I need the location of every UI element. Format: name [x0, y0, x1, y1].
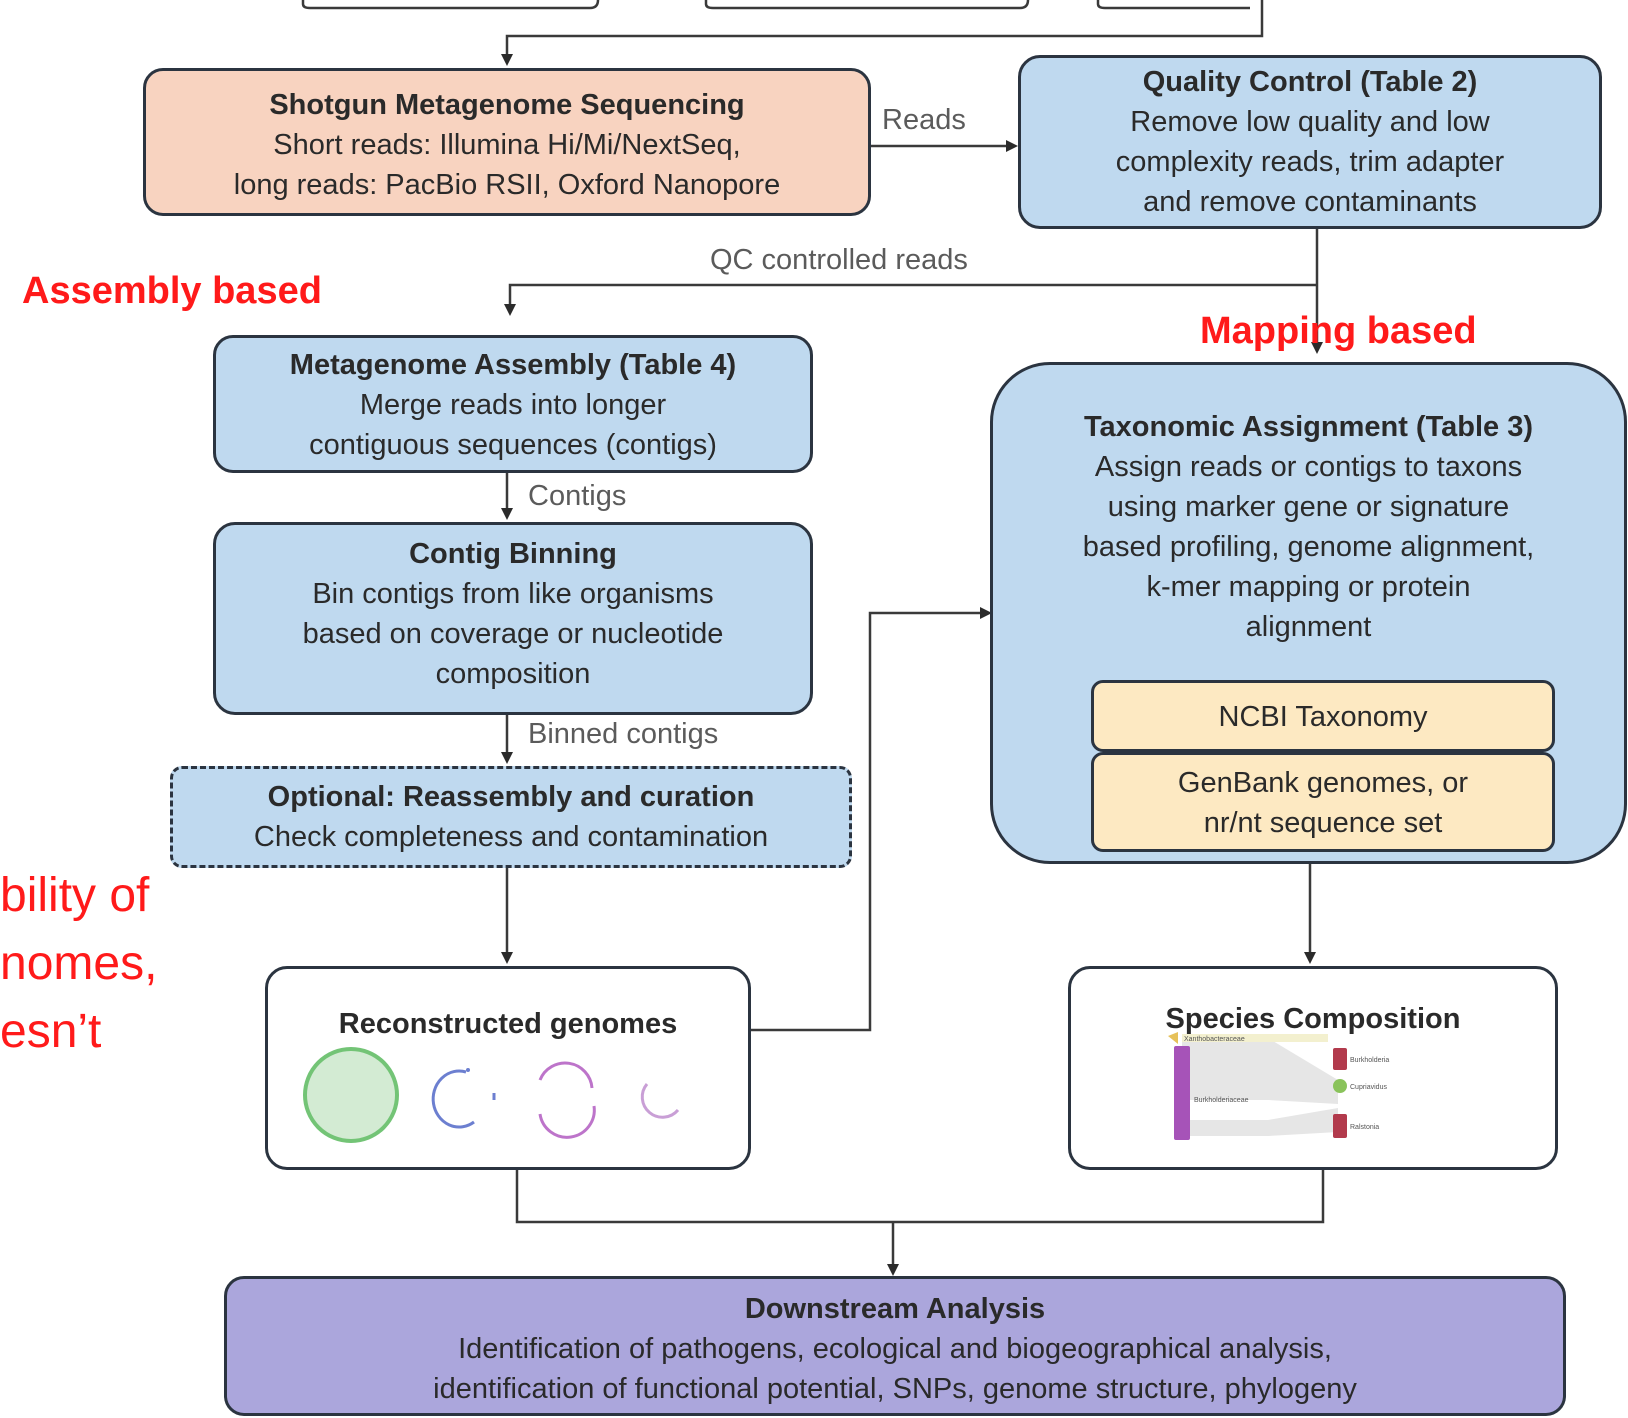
- cut-off-line-1: bility of: [0, 869, 150, 922]
- node-line: Bin contigs from like organisms: [312, 578, 714, 610]
- sankey-label: Xanthobacteraceae: [1184, 1036, 1245, 1043]
- db-label: NCBI Taxonomy: [1218, 701, 1428, 733]
- node-line: based on coverage or nucleotide: [302, 618, 724, 650]
- cut-off-annotation: bility of nomes, esn’t: [0, 862, 157, 1066]
- sankey-label: Cupriavidus: [1350, 1084, 1387, 1091]
- sankey-thumbnail-icon: Xanthobacteraceae Burkholderiaceae Burkh…: [1168, 1032, 1389, 1140]
- cut-off-line-2: nomes,: [0, 937, 158, 990]
- node-line: alignment: [1245, 611, 1372, 643]
- edge-label-reads: Reads: [882, 104, 966, 136]
- node-title: Reconstructed genomes: [338, 1008, 678, 1040]
- node-line: Identification of pathogens, ecological …: [458, 1333, 1332, 1365]
- node-line: Assign reads or contigs to taxons: [1094, 451, 1523, 483]
- shotgun-sequencing-node: Shotgun Metagenome Sequencing Short read…: [143, 68, 871, 216]
- node-line: long reads: PacBio RSII, Oxford Nanopore: [233, 169, 781, 201]
- node-line: composition: [435, 658, 591, 690]
- quality-control-node: Quality Control (Table 2) Remove low qua…: [1018, 55, 1602, 229]
- edge-label-qc-reads: QC controlled reads: [710, 244, 968, 276]
- node-line: Merge reads into longer: [359, 389, 667, 421]
- reassembly-node: Optional: Reassembly and curation Check …: [170, 766, 852, 868]
- node-line: Remove low quality and low: [1130, 106, 1490, 138]
- node-title: Metagenome Assembly (Table 4): [289, 349, 737, 381]
- downstream-analysis-node: Downstream Analysis Identification of pa…: [224, 1276, 1566, 1416]
- sankey-label: Burkholderia: [1350, 1057, 1389, 1064]
- ncbi-taxonomy-db: NCBI Taxonomy: [1091, 680, 1555, 752]
- cut-off-line-3: esn’t: [0, 1005, 102, 1058]
- assembly-based-label: Assembly based: [22, 270, 322, 312]
- node-line: based profiling, genome alignment,: [1082, 531, 1535, 563]
- node-line: complexity reads, trim adapter: [1115, 146, 1505, 178]
- node-line: using marker gene or signature: [1107, 491, 1510, 523]
- db-label: nr/nt sequence set: [1203, 807, 1443, 839]
- edge-label-binned: Binned contigs: [528, 718, 719, 750]
- genbank-db: GenBank genomes, or nr/nt sequence set: [1091, 752, 1555, 852]
- genome-circles-icon: [303, 1047, 680, 1143]
- node-title: Shotgun Metagenome Sequencing: [269, 89, 745, 121]
- node-title: Optional: Reassembly and curation: [267, 781, 755, 813]
- node-title: Quality Control (Table 2): [1142, 66, 1478, 98]
- node-title: Species Composition: [1165, 1003, 1461, 1035]
- node-title: Taxonomic Assignment (Table 3): [1083, 411, 1534, 443]
- contig-binning-node: Contig Binning Bin contigs from like org…: [213, 522, 813, 715]
- sankey-label: Ralstonia: [1350, 1124, 1379, 1131]
- node-line: contiguous sequences (contigs): [309, 429, 717, 461]
- node-line: Check completeness and contamination: [253, 821, 769, 853]
- mapping-based-label: Mapping based: [1200, 310, 1477, 352]
- node-line: and remove contaminants: [1143, 186, 1477, 218]
- edge-label-contigs: Contigs: [528, 480, 627, 512]
- node-line: identification of functional potential, …: [433, 1373, 1357, 1405]
- sankey-label: Burkholderiaceae: [1194, 1097, 1249, 1104]
- node-line: Short reads: Illumina Hi/Mi/NextSeq,: [273, 129, 741, 161]
- node-title: Downstream Analysis: [744, 1293, 1046, 1325]
- node-title: Contig Binning: [409, 538, 617, 570]
- db-label: GenBank genomes, or: [1177, 767, 1469, 799]
- metagenome-assembly-node: Metagenome Assembly (Table 4) Merge read…: [213, 335, 813, 473]
- node-line: k-mer mapping or protein: [1146, 571, 1471, 603]
